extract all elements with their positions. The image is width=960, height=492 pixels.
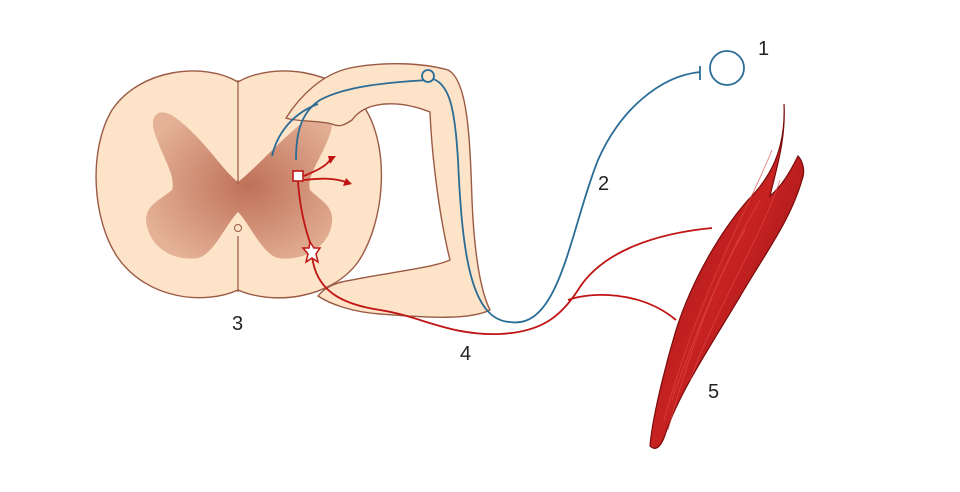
interneuron-arrow-2 [343, 178, 352, 186]
gray-matter [146, 112, 333, 259]
muscle-fibers [663, 149, 781, 431]
sensory-collateral [271, 103, 319, 157]
sensory-central-branch [295, 79, 429, 161]
sensory-axon [429, 71, 701, 324]
interneuron-cell-body [292, 170, 304, 182]
receptor-circle [709, 50, 745, 86]
sensory-cell-body [421, 69, 435, 83]
motor-axon [311, 227, 713, 335]
dorsal-root-ganglion-band [284, 63, 491, 318]
interneuron-branch-2 [303, 177, 347, 183]
interneuron-arrow-1 [328, 156, 336, 164]
sensory-neuron [271, 66, 701, 324]
label-motor-neuron: 4 [460, 343, 471, 365]
motor-cell-body [301, 240, 322, 264]
motor-branch-lower [567, 294, 677, 321]
nerve-roots [284, 63, 491, 318]
label-receptor: 1 [758, 38, 769, 60]
interneuron-branch-1 [303, 159, 331, 177]
label-sensory-neuron: 2 [598, 173, 609, 195]
label-spinal-cord: 3 [232, 313, 243, 335]
muscle [649, 103, 805, 449]
central-canal [234, 224, 242, 232]
label-muscle: 5 [708, 381, 719, 403]
